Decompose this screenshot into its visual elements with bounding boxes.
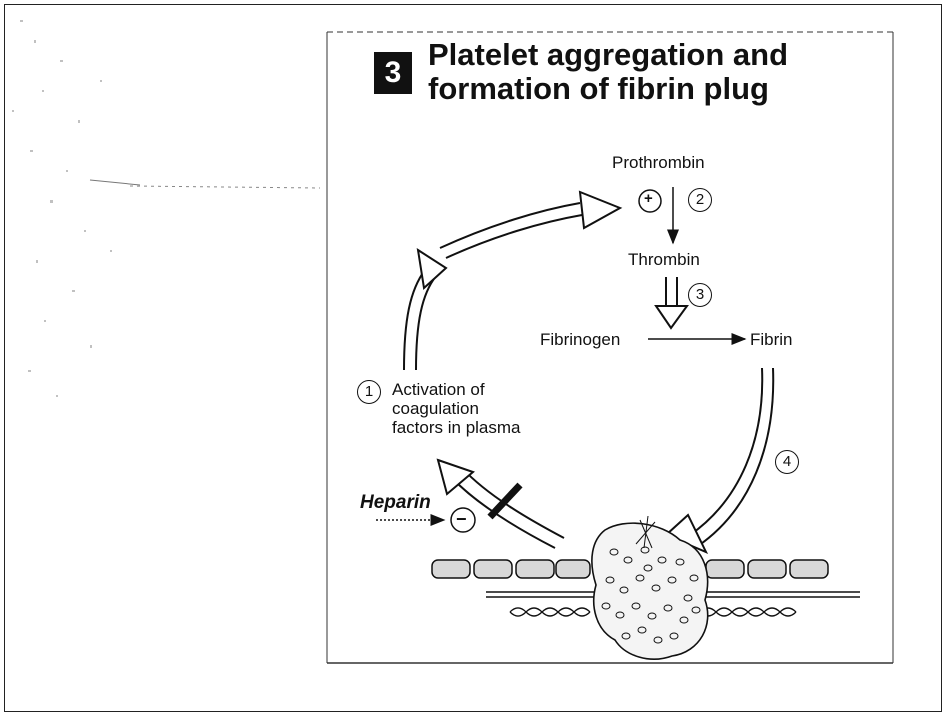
fibrin-label: Fibrin xyxy=(750,330,793,350)
cycle-arrow-upper xyxy=(440,203,582,258)
heparin-label: Heparin xyxy=(360,492,431,514)
activation-label-line-1: Activation of xyxy=(392,380,521,399)
cycle-arrow-up xyxy=(404,270,436,370)
activation-label-line-3: factors in plasma xyxy=(392,418,521,437)
prothrombin-label: Prothrombin xyxy=(612,153,705,173)
activation-label-line-2: coagulation xyxy=(392,399,521,418)
activation-label: Activation of coagulation factors in pla… xyxy=(392,380,521,437)
clot-activation-arrow xyxy=(452,468,564,548)
heparin-block-bar xyxy=(490,485,520,517)
thrombin-label: Thrombin xyxy=(628,250,700,270)
fibrinogen-label: Fibrinogen xyxy=(540,330,620,350)
step-2-marker: 2 xyxy=(688,188,712,212)
plus-sign: + xyxy=(644,190,653,207)
cycle-arrow-head-2 xyxy=(580,192,620,228)
step-4-marker: 4 xyxy=(775,450,799,474)
minus-sign: − xyxy=(456,509,467,530)
step-3-marker: 3 xyxy=(688,283,712,307)
fibrin-clot-arrow xyxy=(690,368,773,546)
step-1-marker: 1 xyxy=(357,380,381,404)
thrombin-fibrinogen-arrow xyxy=(666,277,677,308)
